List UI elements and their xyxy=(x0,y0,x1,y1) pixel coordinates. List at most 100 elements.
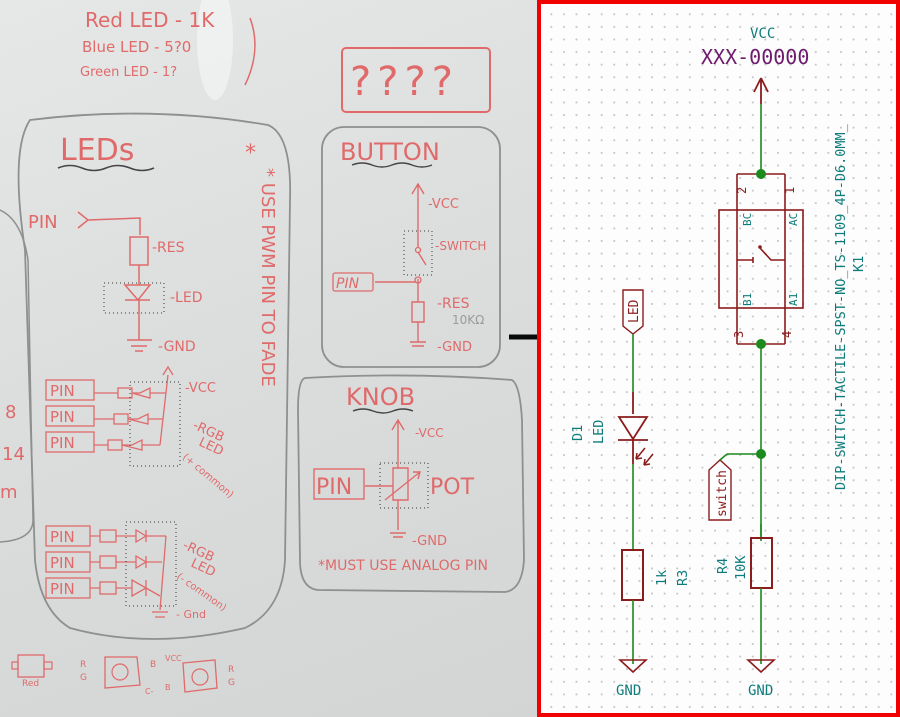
rgb-cathode-pin-1: PIN xyxy=(50,528,75,546)
note-blue-led: Blue LED - 5?0 xyxy=(82,38,191,56)
rgb-common-cathode: PIN PIN PIN -RGB LED (- common) - Gnd xyxy=(45,521,228,621)
rgb-anode-label-3: (+ common) xyxy=(180,452,235,501)
svg-text:C-: C- xyxy=(145,687,154,696)
r3-value: 1k xyxy=(654,570,670,586)
rgb-cathode-pin-2: PIN xyxy=(50,554,75,572)
whiteboard-photo: Red LED - 1K Blue LED - 5?0 Green LED - … xyxy=(0,0,538,717)
bottom-package-drawings: Red R G B C- VCC B R G xyxy=(11,654,235,696)
junction-dot-switch xyxy=(756,449,766,459)
knob-gnd: -GND xyxy=(412,534,447,549)
rgb-common-anode: PIN PIN PIN -VCC -RGB LED (+ common) xyxy=(45,365,235,501)
switch-reference: K1 xyxy=(851,256,867,272)
rgb-anode-pin-1: PIN xyxy=(50,382,75,400)
rgb-cathode-label-2: LED xyxy=(188,556,217,580)
question-box xyxy=(341,47,491,113)
vcc-label: VCC xyxy=(750,26,775,42)
button-pin-box xyxy=(332,272,374,292)
led-net-label-text: LED xyxy=(627,299,642,323)
single-led-resistor xyxy=(129,236,149,266)
single-led-res-label: -RES xyxy=(152,240,185,256)
resistor-r4: R4 10K xyxy=(715,524,773,664)
rgb-anode-pin-2: PIN xyxy=(50,408,75,426)
svg-text:G: G xyxy=(80,673,87,683)
single-led-pin: PIN xyxy=(28,212,58,233)
switch-contact-top xyxy=(414,246,422,254)
pwm-note: * USE PWM PIN TO FADE xyxy=(257,168,278,387)
knob-vcc: -VCC xyxy=(415,426,444,440)
tactile-switch-k1: 2 1 3 4 BC AC B1 A1 DIP-SWITCH-TACTILE-S… xyxy=(718,123,867,490)
r3-reference: R3 xyxy=(675,570,691,586)
switch-net-label: switch xyxy=(708,453,732,521)
single-led-diode xyxy=(123,265,152,352)
knob-circuit xyxy=(365,418,421,538)
left-fragment-1: 8 xyxy=(5,402,16,423)
pin-name-a1: A1 xyxy=(787,293,800,306)
led-net-label: LED xyxy=(622,289,644,335)
whiteboard-drawing: Red LED - 1K Blue LED - 5?0 Green LED - … xyxy=(0,0,525,696)
button-res: -RES xyxy=(437,296,470,312)
svg-text:B: B xyxy=(165,683,171,692)
r4-value: 10K xyxy=(733,555,749,580)
kicad-schematic-panel: VCC XXX-00000 2 1 3 4 BC AC B1 A1 DIP-SW… xyxy=(537,0,900,717)
button-title: BUTTON xyxy=(340,138,440,166)
pin-number-2: 2 xyxy=(735,187,749,194)
single-led-led-label: -LED xyxy=(170,290,202,306)
button-gnd: -GND xyxy=(437,340,472,355)
left-fragment-3: m xyxy=(0,482,18,503)
rgb-cathode-pin-3: PIN xyxy=(50,580,75,598)
leds-section-border xyxy=(17,112,292,640)
glare xyxy=(197,0,233,100)
button-circuit xyxy=(375,182,427,347)
gnd-symbol-left: GND xyxy=(616,659,649,699)
switch-contact-bottom xyxy=(414,276,422,284)
left-fragment-2: 14 xyxy=(2,444,25,465)
led-value: LED xyxy=(591,420,607,444)
leds-title: LEDs xyxy=(60,133,134,168)
bracket xyxy=(244,17,256,86)
button-section-border xyxy=(321,126,501,368)
svg-text:R: R xyxy=(80,660,86,670)
led-d1: D1 LED xyxy=(570,392,654,466)
knob-title-underline xyxy=(352,408,414,414)
switch-footprint: DIP-SWITCH-TACTILE-SPST-NO_TS-1109_4P-D6… xyxy=(833,123,849,490)
knob-pin: PIN xyxy=(316,475,352,500)
pin-name-ac: AC xyxy=(787,213,800,226)
schematic-drawing: VCC XXX-00000 2 1 3 4 BC AC B1 A1 DIP-SW… xyxy=(570,26,867,699)
rgb-cathode-gnd: - Gnd xyxy=(176,608,206,621)
r4-reference: R4 xyxy=(715,558,731,574)
junction-dot-top xyxy=(756,169,766,179)
button-switch-label: -SWITCH xyxy=(435,239,486,253)
pin-wire xyxy=(77,211,141,235)
vcc-value: XXX-00000 xyxy=(701,45,809,69)
switch-net-label-text: switch xyxy=(715,470,730,517)
svg-text:G: G xyxy=(228,678,235,688)
svg-text:R: R xyxy=(228,665,234,675)
pot-dotted-box xyxy=(379,462,429,509)
single-led-gnd-label: -GND xyxy=(158,339,196,355)
gnd-label-right: GND xyxy=(748,683,773,699)
pin-name-b1: B1 xyxy=(741,293,754,306)
button-res-value: 10KΩ xyxy=(452,313,484,327)
question-marks: ???? xyxy=(350,59,459,105)
svg-text:Red: Red xyxy=(22,679,39,689)
asterisk: * xyxy=(245,141,256,166)
note-green-led: Green LED - 1? xyxy=(80,65,177,80)
pin-number-4: 4 xyxy=(780,331,794,338)
knob-pin-box xyxy=(313,468,365,500)
pin-name-bc: BC xyxy=(741,213,754,226)
knob-section-border xyxy=(297,374,525,593)
rgb-anode-pin-3: PIN xyxy=(50,434,75,452)
knob-pot: POT xyxy=(430,475,475,500)
knob-title: KNOB xyxy=(346,383,415,411)
vcc-power-symbol: VCC XXX-00000 xyxy=(701,26,809,174)
button-vcc: -VCC xyxy=(428,197,459,212)
svg-text:B: B xyxy=(150,660,156,670)
button-title-underline xyxy=(351,162,433,168)
led-dotted-box xyxy=(103,282,165,314)
note-red-led: Red LED - 1K xyxy=(85,8,215,32)
gnd-label-left: GND xyxy=(616,683,641,699)
button-pin: PIN xyxy=(336,276,360,292)
pin-number-3: 3 xyxy=(732,331,746,338)
resistor-r3: 1k R3 xyxy=(621,549,691,664)
left-section-border xyxy=(0,209,34,543)
